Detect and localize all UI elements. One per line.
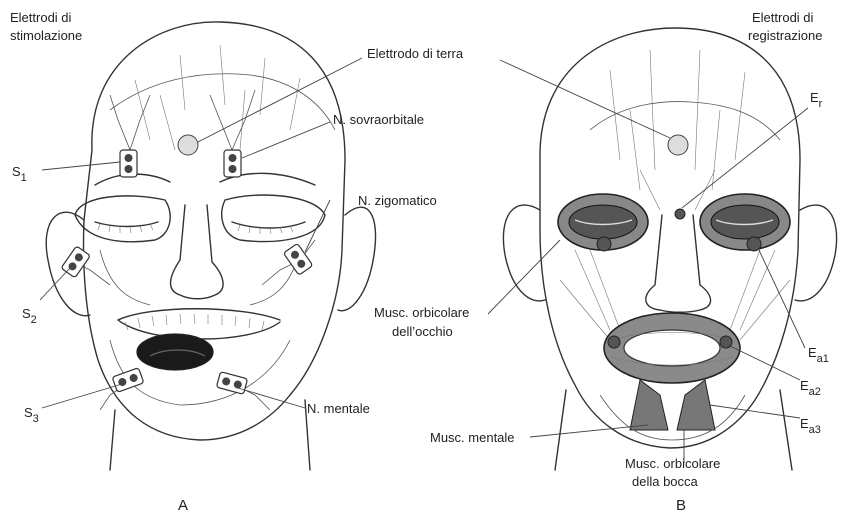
label-s3: S3	[24, 405, 39, 425]
label-ea2-subscript: a2	[809, 386, 821, 398]
label-ea1: Ea1	[808, 345, 829, 365]
panel-letter-b: B	[676, 497, 686, 514]
label-orbicularis-eye-line1: Musc. orbicolare	[374, 305, 469, 320]
label-orbicularis-eye-line2: dell’occhio	[392, 324, 453, 339]
label-s2-subscript: 2	[31, 314, 37, 326]
electrode-ea2-left	[608, 336, 620, 348]
label-ea2: Ea2	[800, 378, 821, 398]
label-orbicularis-mouth-line2: della bocca	[632, 474, 699, 489]
label-s1-letter: S	[12, 164, 21, 179]
label-mental-nerve: N. mentale	[307, 401, 370, 416]
electrode-s3	[112, 368, 144, 393]
label-s1-subscript: 1	[21, 172, 27, 184]
title-recording-line1: Elettrodi di	[752, 10, 814, 25]
label-ea1-letter: E	[808, 345, 817, 360]
title-stimulation-line1: Elettrodi di	[10, 10, 72, 25]
electrode-ea1-left	[597, 237, 611, 251]
electrode-mental-right	[216, 372, 247, 395]
label-s1: S1	[12, 164, 27, 184]
label-s3-subscript: 3	[33, 413, 39, 425]
label-ea3-subscript: a3	[809, 424, 821, 436]
label-ea2-letter: E	[800, 378, 809, 393]
label-ea3-letter: E	[800, 416, 809, 431]
label-ground-electrode: Elettrodo di terra	[367, 46, 464, 61]
panel-letter-a: A	[178, 497, 188, 514]
ground-electrode-b	[668, 135, 688, 155]
label-ea1-subscript: a1	[817, 353, 829, 365]
label-s2-letter: S	[22, 306, 31, 321]
label-s2: S2	[22, 306, 37, 326]
title-recording-line2: registrazione	[748, 28, 822, 43]
label-er-subscript: r	[819, 98, 823, 110]
electrode-s1	[120, 150, 137, 177]
ground-electrode-a	[178, 135, 198, 155]
electrode-er	[675, 209, 685, 219]
label-er: Er	[810, 90, 823, 110]
label-ea3: Ea3	[800, 416, 821, 436]
label-s3-letter: S	[24, 405, 33, 420]
label-er-letter: E	[810, 90, 819, 105]
label-orbicularis-mouth-line1: Musc. orbicolare	[625, 456, 720, 471]
electrode-supraorbital-right	[224, 150, 241, 177]
face-b-drawing	[503, 28, 836, 470]
title-stimulation-line2: stimolazione	[10, 28, 82, 43]
label-supraorbital-nerve: N. sovraorbitale	[333, 112, 424, 127]
label-zygomatic-nerve: N. zigomatico	[358, 193, 437, 208]
label-mentalis: Musc. mentale	[430, 430, 515, 445]
